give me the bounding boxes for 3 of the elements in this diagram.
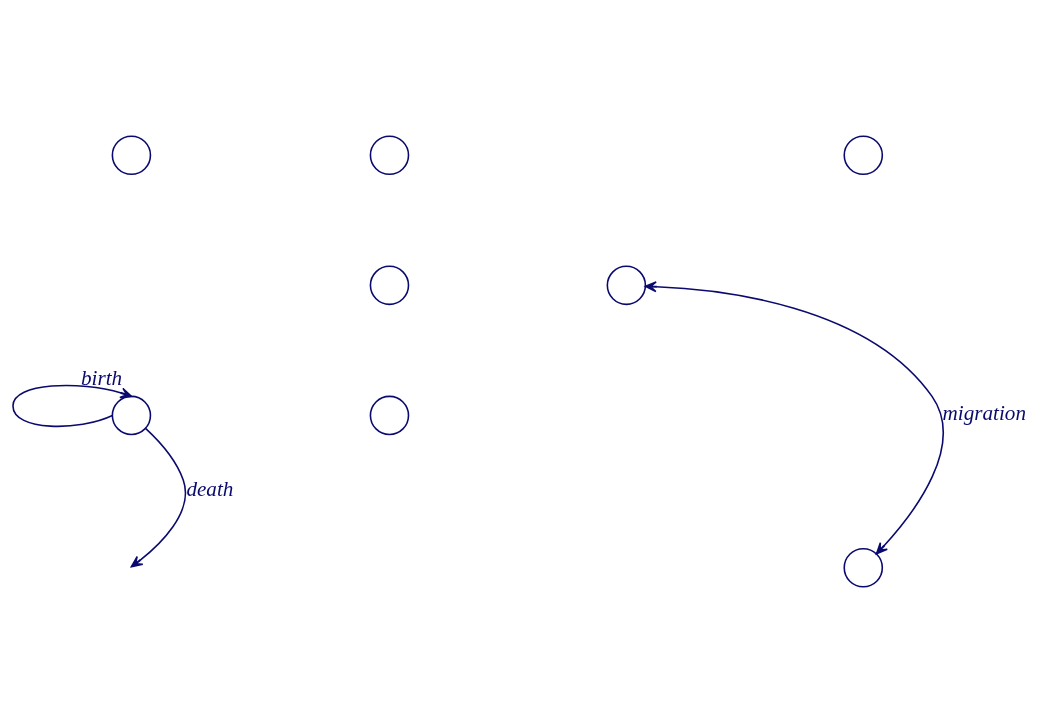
edge-label: birth bbox=[80, 365, 123, 390]
edge-label: migration bbox=[942, 400, 1027, 425]
edge-label: death bbox=[186, 476, 234, 501]
